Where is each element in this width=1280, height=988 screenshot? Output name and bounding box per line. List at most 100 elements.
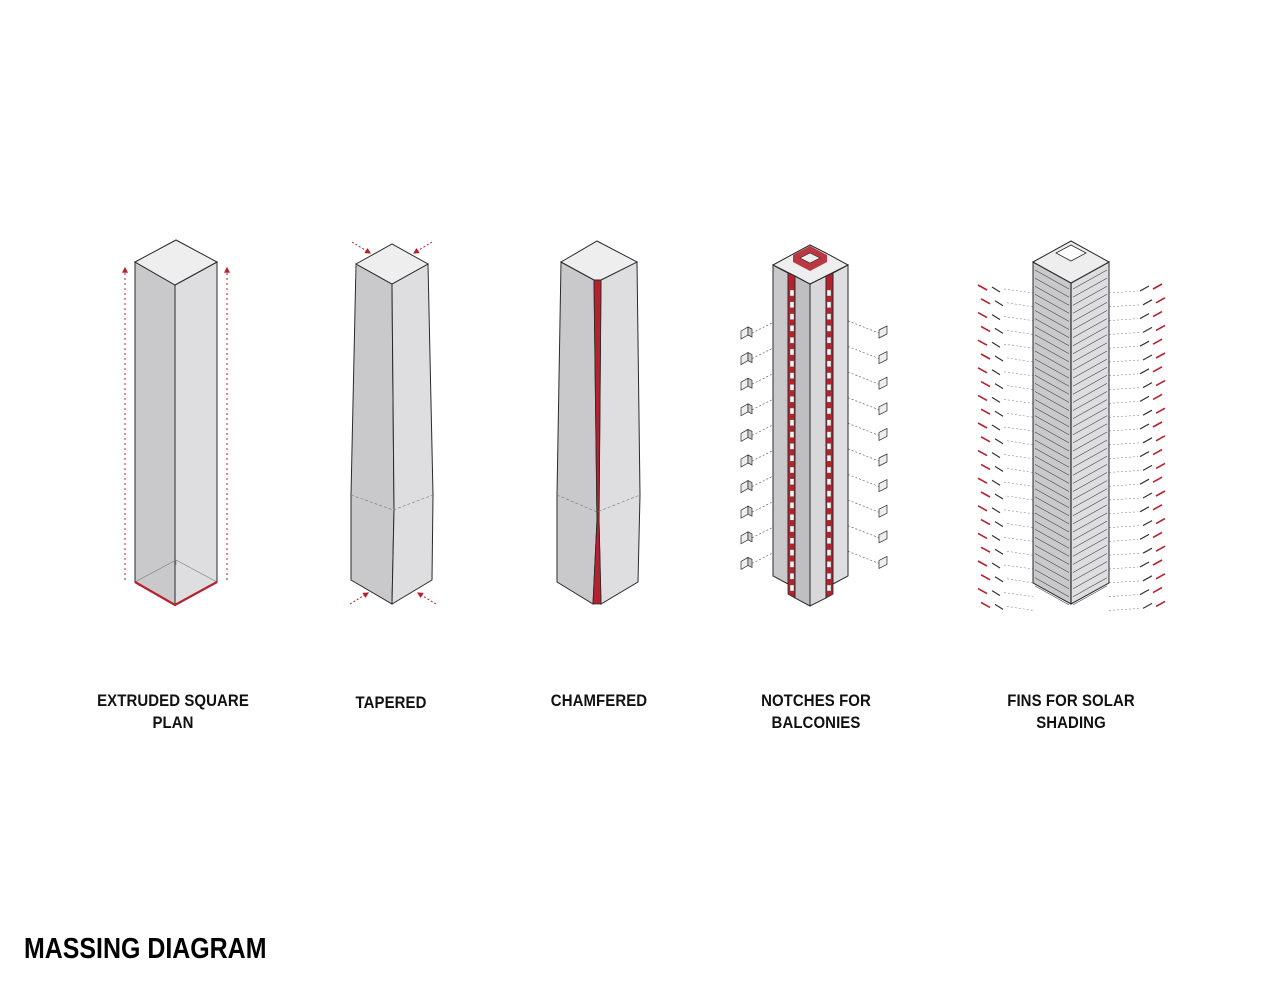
balcony-module: [878, 376, 888, 390]
fin-hatch-line: [1072, 285, 1108, 306]
balcony-module: [878, 453, 888, 467]
fin-projection-line: [1108, 483, 1139, 487]
fin-projection-line: [1108, 470, 1142, 473]
notch-slot: [789, 537, 795, 544]
fin-hatch-line: [1072, 318, 1108, 338]
solar-fin: [1142, 492, 1153, 499]
fin-projection-line: [1108, 345, 1139, 349]
notch-slot: [789, 360, 795, 367]
solar-fin: [1152, 310, 1163, 318]
notch-slot: [826, 573, 832, 580]
fin-projection-line: [1108, 511, 1139, 515]
fin-hatch-line: [1072, 569, 1108, 589]
fin-projection-line: [1006, 578, 1034, 584]
fin-hatch-line: [1034, 520, 1070, 541]
balcony-module: [740, 479, 749, 494]
solar-fin: [1139, 395, 1150, 402]
fin-projection-line: [1108, 387, 1142, 390]
solar-fin: [980, 463, 991, 471]
solar-fin: [1155, 379, 1166, 387]
tower-chamfered: [556, 240, 641, 605]
fin-hatch-line: [1072, 375, 1108, 395]
notch-slot: [789, 573, 795, 580]
solar-fin: [1155, 435, 1166, 442]
notch-slot: [826, 561, 832, 568]
solar-fin: [1152, 283, 1163, 290]
solar-fin: [1152, 366, 1163, 373]
solar-fin: [994, 438, 1004, 445]
notch-slot: [789, 502, 795, 509]
solar-fin: [1142, 602, 1153, 609]
fin-hatch-line: [1072, 302, 1108, 322]
notch-slot: [789, 514, 795, 521]
notch-slot: [789, 396, 795, 403]
balcony-module: [747, 556, 753, 568]
solar-fin: [1152, 586, 1163, 594]
notch-slot: [789, 301, 795, 308]
fin-projection-line: [1003, 564, 1034, 570]
notch-slot: [826, 490, 832, 497]
fin-hatch-line: [1072, 488, 1108, 508]
solar-fin: [977, 422, 988, 429]
solar-fin: [977, 339, 988, 346]
fin-hatch-line: [1072, 537, 1108, 557]
notch-slot: [826, 313, 832, 320]
notch-slot: [789, 490, 795, 497]
fin-projection-line: [1108, 359, 1142, 363]
caption-line: TAPERED: [355, 693, 427, 712]
fin-hatch-line: [1034, 350, 1070, 371]
solar-fin: [991, 534, 1001, 541]
notch-slot: [826, 443, 832, 450]
solar-fin: [980, 601, 991, 609]
solar-fin: [1139, 478, 1150, 485]
fin-hatch-line: [1034, 358, 1070, 379]
balcony-module: [878, 351, 888, 365]
solar-fin: [1139, 423, 1150, 430]
caption-chamfered: CHAMFERED: [502, 690, 696, 712]
solar-fin: [994, 548, 1004, 555]
solar-fin: [977, 311, 988, 319]
fin-projection-line: [1108, 594, 1139, 597]
notch-slot: [826, 407, 832, 415]
fin-projection-line: [1006, 606, 1034, 611]
solar-fin: [991, 590, 1001, 597]
solar-fin: [994, 465, 1004, 472]
solar-fin: [1155, 297, 1166, 304]
solar-fin: [994, 576, 1004, 583]
fin-hatch-line: [1034, 585, 1070, 606]
fin-projection-line: [1003, 371, 1034, 377]
solar-fin: [1142, 299, 1153, 306]
notch-slot: [789, 348, 795, 356]
fin-projection-line: [1108, 442, 1142, 446]
fin-projection-line: [1108, 608, 1142, 611]
notch-slot: [826, 431, 832, 438]
solar-fin: [980, 408, 991, 415]
notch-slot: [789, 525, 795, 533]
solar-fin: [991, 507, 1001, 514]
fin-hatch-line: [1034, 439, 1070, 460]
fin-projection-line: [1003, 592, 1034, 597]
notch-slot: [789, 419, 795, 426]
balcony-module: [878, 530, 888, 544]
notch-slot: [789, 561, 795, 568]
solar-fin: [991, 341, 1001, 348]
balcony-module: [747, 480, 753, 492]
notch-slot: [789, 443, 795, 450]
solar-fin: [1139, 533, 1150, 540]
fin-projection-line: [1108, 497, 1142, 501]
balcony-module: [740, 531, 749, 545]
shading-fins-left: [977, 284, 1034, 611]
balcony-module: [740, 454, 749, 468]
notch-slot: [789, 289, 795, 297]
fin-hatch-line: [1034, 569, 1070, 589]
notch-slot: [789, 466, 795, 474]
fin-hatch-line: [1034, 480, 1070, 500]
notch-slot: [789, 549, 795, 556]
fin-hatch-line: [1034, 294, 1070, 314]
notch-slot: [826, 478, 832, 485]
solar-fin: [1139, 368, 1150, 375]
fin-hatch-line: [1072, 504, 1108, 525]
caption-tapered: TAPERED: [294, 692, 488, 714]
solar-fin: [1142, 520, 1153, 527]
